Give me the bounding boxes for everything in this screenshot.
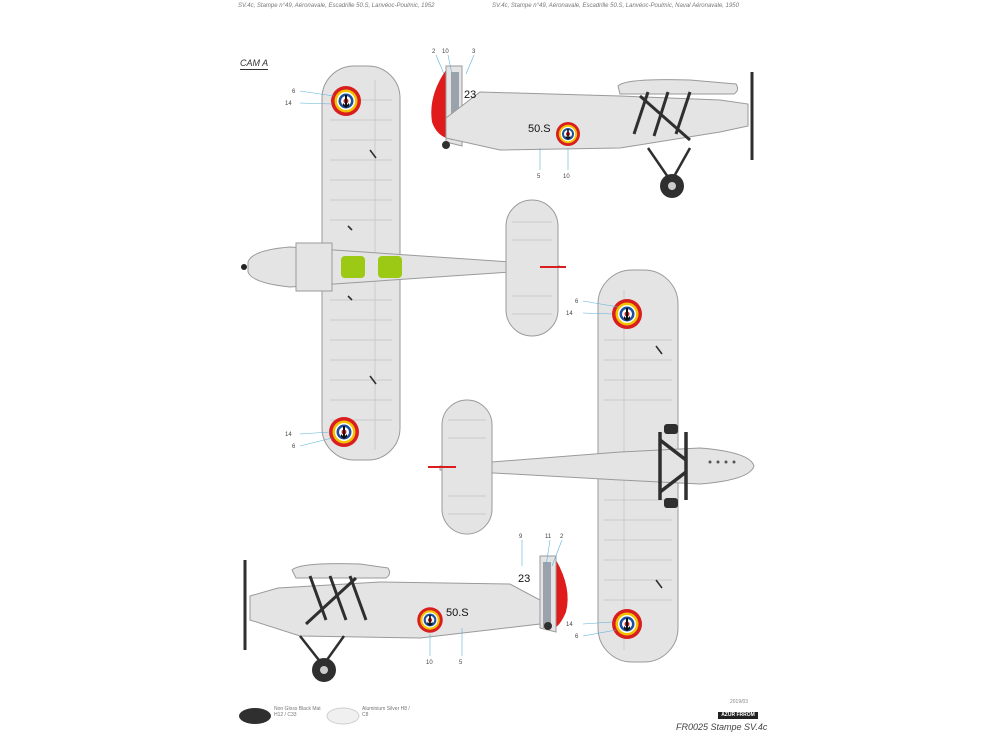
- callout-profile-lower-3: 2: [560, 534, 564, 540]
- black-swatch-icon: [239, 708, 271, 724]
- silver-swatch-icon: [326, 707, 360, 725]
- brand-logo: AZUR FRROM: [718, 712, 758, 719]
- callout-lower-wing-a2: 14: [566, 311, 573, 317]
- aircraft-number-upper: 23: [464, 89, 476, 101]
- roundel-upper-wing-b: [329, 417, 359, 447]
- header-left-caption: SV.4c, Stampe n°49, Aéronavale, Escadril…: [238, 3, 435, 9]
- header-right-caption: SV.4c, Stampe n°49, Aéronavale, Escadril…: [492, 3, 739, 9]
- roundel-profile-upper: [556, 122, 580, 146]
- callout-profile-upper-2: 10: [442, 49, 449, 55]
- callout-profile-lower-2: 11: [545, 534, 552, 540]
- callout-upper-wing-b2: 6: [292, 444, 296, 450]
- squadron-code-upper: 50.S: [528, 123, 551, 135]
- callout-upper-wing-a1: 6: [292, 89, 296, 95]
- swatch-label-silver: Aluminium Silver H8 / C8: [362, 706, 410, 718]
- side-profile-lower: 23 50.S 9 11 2 10 5: [243, 534, 568, 682]
- camo-label: CAM A: [240, 58, 269, 70]
- callout-profile-upper-1: 2: [432, 49, 436, 55]
- callout-lower-wing-a1: 6: [575, 299, 579, 305]
- side-profile-upper: 23 50.S 2 10 3 5 10: [431, 49, 754, 198]
- callout-lower-wing-b2: 6: [575, 634, 579, 640]
- callout-profile-upper-4: 5: [537, 174, 541, 180]
- plan-view-upper: 6 14 14 6: [241, 65, 566, 461]
- swatch-label-black: Non Gloss Black Mat H12 / C33: [274, 706, 321, 718]
- callout-upper-wing-a2: 14: [285, 101, 292, 107]
- aircraft-number-lower: 23: [518, 573, 530, 585]
- callout-profile-lower-5: 5: [459, 660, 463, 666]
- squadron-code-lower: 50.S: [446, 607, 469, 619]
- callout-profile-lower-4: 10: [426, 660, 433, 666]
- kit-title: FR0025 Stampe SV.4c: [676, 722, 768, 732]
- callout-profile-lower-1: 9: [519, 534, 523, 540]
- roundel-profile-lower: [417, 607, 443, 633]
- roundel-upper-wing-a: [331, 86, 361, 116]
- plan-view-lower: 6 14 14 6: [428, 269, 755, 663]
- roundel-lower-wing-b: [612, 609, 642, 639]
- roundel-lower-wing-a: [612, 299, 642, 329]
- footer-code: 2019/03: [730, 699, 749, 705]
- callout-lower-wing-b1: 14: [566, 622, 573, 628]
- callout-profile-upper-5: 10: [563, 174, 570, 180]
- callout-profile-upper-3: 3: [472, 49, 476, 55]
- callout-upper-wing-b1: 14: [285, 432, 292, 438]
